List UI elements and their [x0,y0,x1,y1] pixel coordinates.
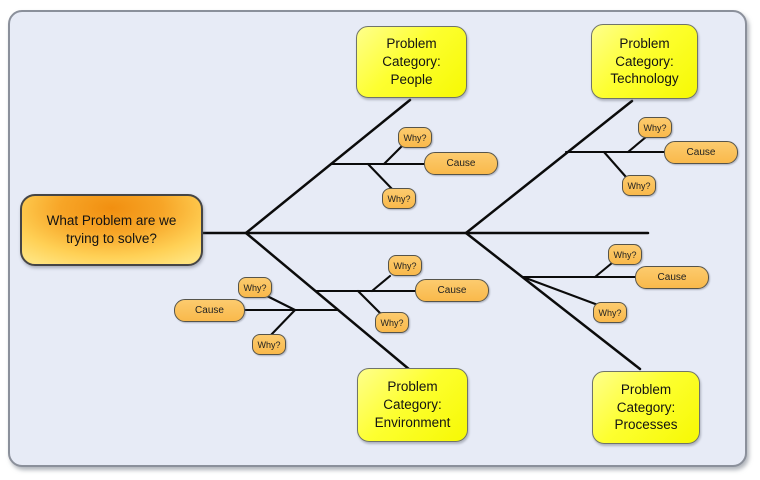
pill-why-environment-left-bottom: Why? [252,334,286,355]
pill-cause-environment-middle: Cause [415,279,489,302]
pill-cause-processes: Cause [635,266,709,289]
pill-why-environment-middle-bottom: Why? [375,312,409,333]
people-why-bottom-line [366,162,395,192]
pill-why-processes-top: Why? [608,244,642,265]
category-box-people: Problem Category: People [356,26,467,98]
category-label-people: Problem Category: People [382,36,441,87]
people-why-top-line [382,144,404,166]
problem-statement-label: What Problem are we trying to solve? [46,212,177,246]
pill-why-people-bottom: Why? [382,188,416,209]
environment-left-why-bottom-line [268,308,297,338]
bone-people [244,98,412,235]
category-label-technology: Problem Category: Technology [610,35,679,87]
category-box-processes: Problem Category: Processes [592,371,700,444]
category-label-processes: Problem Category: Processes [614,381,678,433]
pill-why-people-top: Why? [398,127,432,148]
environment-left-why-top-line [265,294,297,312]
technology-why-top-line [626,135,648,154]
environment-middle-why-bottom-line [356,289,383,316]
bone-environment [244,231,412,372]
problem-statement-box: What Problem are we trying to solve? [20,194,203,266]
pill-why-technology-bottom: Why? [622,175,656,196]
bone-technology [464,99,634,235]
pill-cause-people: Cause [424,152,498,175]
bone-processes [464,231,642,371]
category-label-environment: Problem Category: Environment [374,379,451,430]
technology-why-bottom-line [602,150,628,179]
pill-why-processes-bottom: Why? [593,302,627,323]
environment-middle-why-top-line [370,274,392,293]
pill-cause-environment-left: Cause [174,299,245,322]
category-box-technology: Problem Category: Technology [591,24,698,99]
pill-why-environment-middle-top: Why? [388,255,422,276]
pill-cause-technology: Cause [664,141,738,164]
pill-why-environment-left-top: Why? [238,277,272,298]
category-box-environment: Problem Category: Environment [357,368,468,442]
pill-why-technology-top: Why? [638,117,672,138]
processes-why-bottom-line [521,275,600,307]
processes-why-top-line [593,261,614,279]
